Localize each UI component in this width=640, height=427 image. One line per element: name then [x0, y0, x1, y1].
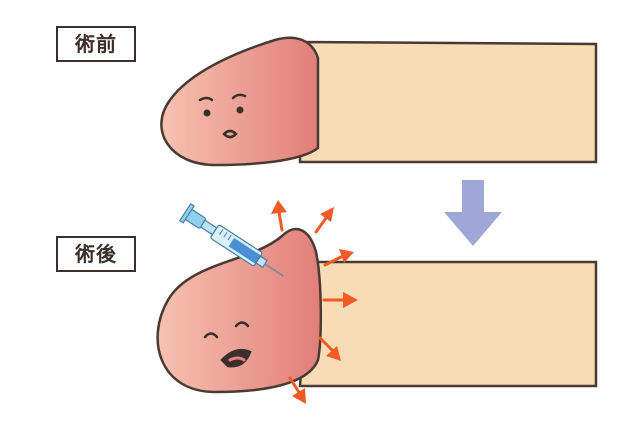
happy-face: [203, 321, 252, 368]
after-label: 術後: [56, 236, 136, 272]
expand-arrow-icon: [318, 336, 341, 361]
expand-arrow-icon: [271, 200, 287, 232]
expand-arrow-icon: [322, 292, 358, 308]
expand-arrows: [271, 200, 358, 404]
glans-after: [156, 227, 323, 394]
glans-before: [160, 36, 320, 167]
worried-face: [198, 93, 247, 139]
before-label: 術前: [56, 26, 136, 62]
expand-arrow-icon: [288, 376, 306, 404]
syringe-icon: [178, 203, 284, 277]
shaft-after: [298, 260, 598, 388]
expand-arrow-icon: [323, 249, 354, 267]
down-arrow-icon: [444, 180, 502, 246]
shaft-before: [298, 40, 598, 164]
expand-arrow-icon: [314, 207, 334, 234]
